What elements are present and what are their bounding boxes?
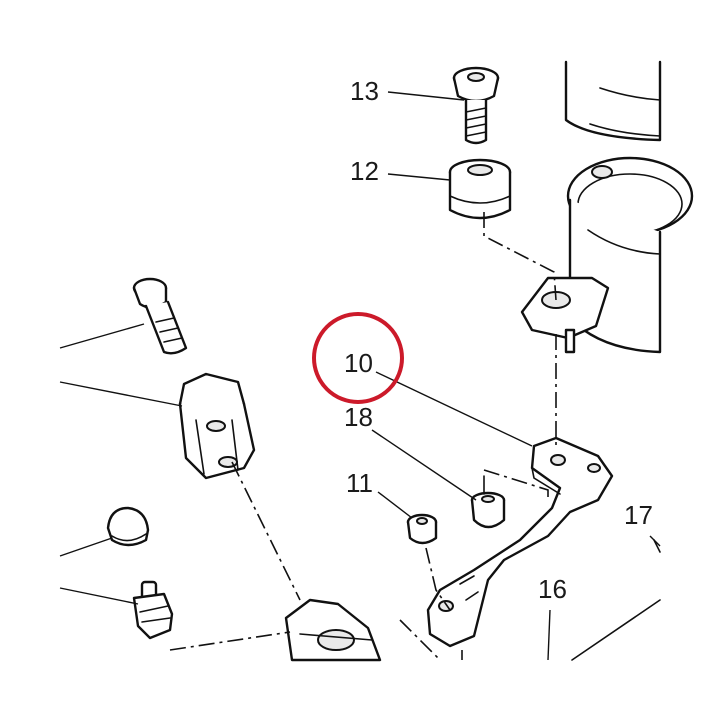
callout-17: 17 xyxy=(624,500,653,530)
screw-part-13 xyxy=(452,66,500,145)
callout-12: 12 xyxy=(350,156,379,186)
leader-lines xyxy=(59,91,661,661)
highlight-circle xyxy=(312,312,404,404)
frame-edge-part xyxy=(571,539,661,661)
callout-11: 11 xyxy=(346,468,373,498)
callout-18: 18 xyxy=(344,402,373,432)
callout-10: 10 xyxy=(344,348,373,378)
cap-part xyxy=(106,506,150,547)
grommet-part-12 xyxy=(448,158,512,220)
reservoir-part xyxy=(520,60,694,354)
hex-spacer-part xyxy=(178,372,256,480)
callout-13: 13 xyxy=(350,76,379,106)
bolt-part xyxy=(132,277,188,355)
caliper-body-part xyxy=(284,598,382,662)
nut-part-18 xyxy=(470,475,506,529)
bleed-nipple-part xyxy=(132,580,174,640)
assembly-axes xyxy=(169,212,557,661)
callout-16: 16 xyxy=(538,574,567,604)
screw-part-11 xyxy=(406,513,438,545)
bracket-part-10 xyxy=(426,436,614,648)
